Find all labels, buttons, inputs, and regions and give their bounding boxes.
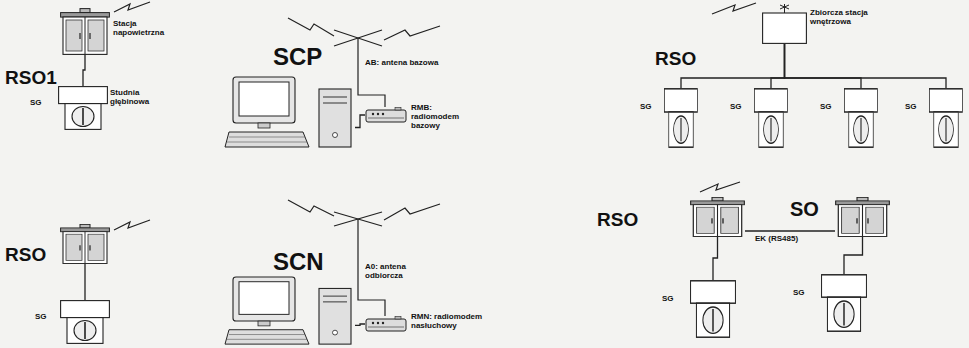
outdoor-cabinet-node: RSO <box>595 195 750 239</box>
cable-line <box>355 115 365 128</box>
deep-well <box>929 88 963 148</box>
outdoor-cabinet <box>835 197 890 237</box>
deep-well <box>664 88 698 148</box>
radio-modem-node: RMN: radiomodem nasłuchowy <box>365 312 485 340</box>
well-tag: SG <box>820 102 842 111</box>
computer-station <box>225 275 355 347</box>
deep-well <box>60 300 110 344</box>
computer-station-node: SCP <box>225 35 365 153</box>
antenna-label: A0: antena odbiorcza <box>365 262 441 280</box>
cable-line <box>745 230 835 231</box>
radio-link <box>114 220 150 230</box>
radio-link <box>700 182 740 192</box>
deep-well-node: SG <box>820 88 880 150</box>
computer-name: SCN <box>273 248 324 276</box>
cable-line <box>785 44 862 88</box>
outdoor-cabinet-node: RSO <box>5 222 115 267</box>
radio-modem-node: RMB: radiomodem bazowy <box>365 103 480 129</box>
radio-modem <box>365 316 407 332</box>
link-label: EK (RS485) <box>753 234 800 243</box>
deep-well-node: SG <box>905 88 965 150</box>
outdoor-cabinet <box>690 197 745 237</box>
station-name: RSO1 <box>5 67 57 89</box>
deep-well <box>844 88 878 148</box>
outdoor-cabinet <box>60 224 110 264</box>
well-tag: SG <box>662 294 688 303</box>
cable-line <box>681 44 785 88</box>
cable-line <box>771 44 785 88</box>
modem-caption: RMN: radiomodem nasłuchowy <box>411 312 483 330</box>
cable-line <box>83 55 85 86</box>
deep-well <box>754 88 788 148</box>
outdoor-cabinet-node: RSO1 Stacja napowietrzna <box>5 5 175 90</box>
collector-station <box>762 4 807 44</box>
well-tag: SG <box>793 288 819 297</box>
well-tag: SG <box>30 98 56 107</box>
radio-modem <box>365 107 407 123</box>
deep-well <box>821 274 867 332</box>
computer-station-node: SCN <box>225 240 365 348</box>
station-name: RSO <box>597 209 638 231</box>
well-tag: SG <box>905 102 927 111</box>
deep-well <box>58 86 108 130</box>
deep-well-node: SG <box>35 298 115 346</box>
deep-well-node: SG <box>640 88 700 150</box>
radio-link <box>114 2 150 12</box>
antenna-label: AB: antena bazowa <box>365 58 439 67</box>
station-name: RSO <box>655 48 696 70</box>
cable-line <box>713 237 718 280</box>
modem-caption: RMB: radiomodem bazowy <box>411 103 479 131</box>
deep-well <box>690 280 736 338</box>
station-name: SO <box>790 198 819 221</box>
deep-well-node: SG Studnia głębinowa <box>30 86 175 132</box>
radio-link <box>712 3 756 14</box>
station-caption: Stacja napowietrzna <box>113 19 173 37</box>
well-tag: SG <box>640 102 662 111</box>
cable-line <box>844 237 863 274</box>
well-tag: SG <box>730 102 752 111</box>
deep-well-node: SG <box>730 88 790 150</box>
station-caption: Zbiorcza stacja wnętrzowa <box>810 8 880 26</box>
well-caption: Studnia głębinowa <box>110 88 172 106</box>
collector-station-node: RSO Zbiorcza stacja wnętrzowa <box>650 0 882 75</box>
deep-well-node: SG <box>662 280 742 340</box>
outdoor-cabinet-node: SO <box>790 195 895 239</box>
station-name: RSO <box>5 244 46 266</box>
computer-name: SCP <box>273 43 322 71</box>
outdoor-cabinet <box>60 8 110 55</box>
deep-well-node: SG <box>793 274 873 334</box>
computer-station <box>225 75 355 150</box>
cable-line <box>785 44 947 88</box>
cable-line <box>355 324 365 325</box>
well-tag: SG <box>35 312 59 321</box>
cable-line <box>84 264 85 300</box>
